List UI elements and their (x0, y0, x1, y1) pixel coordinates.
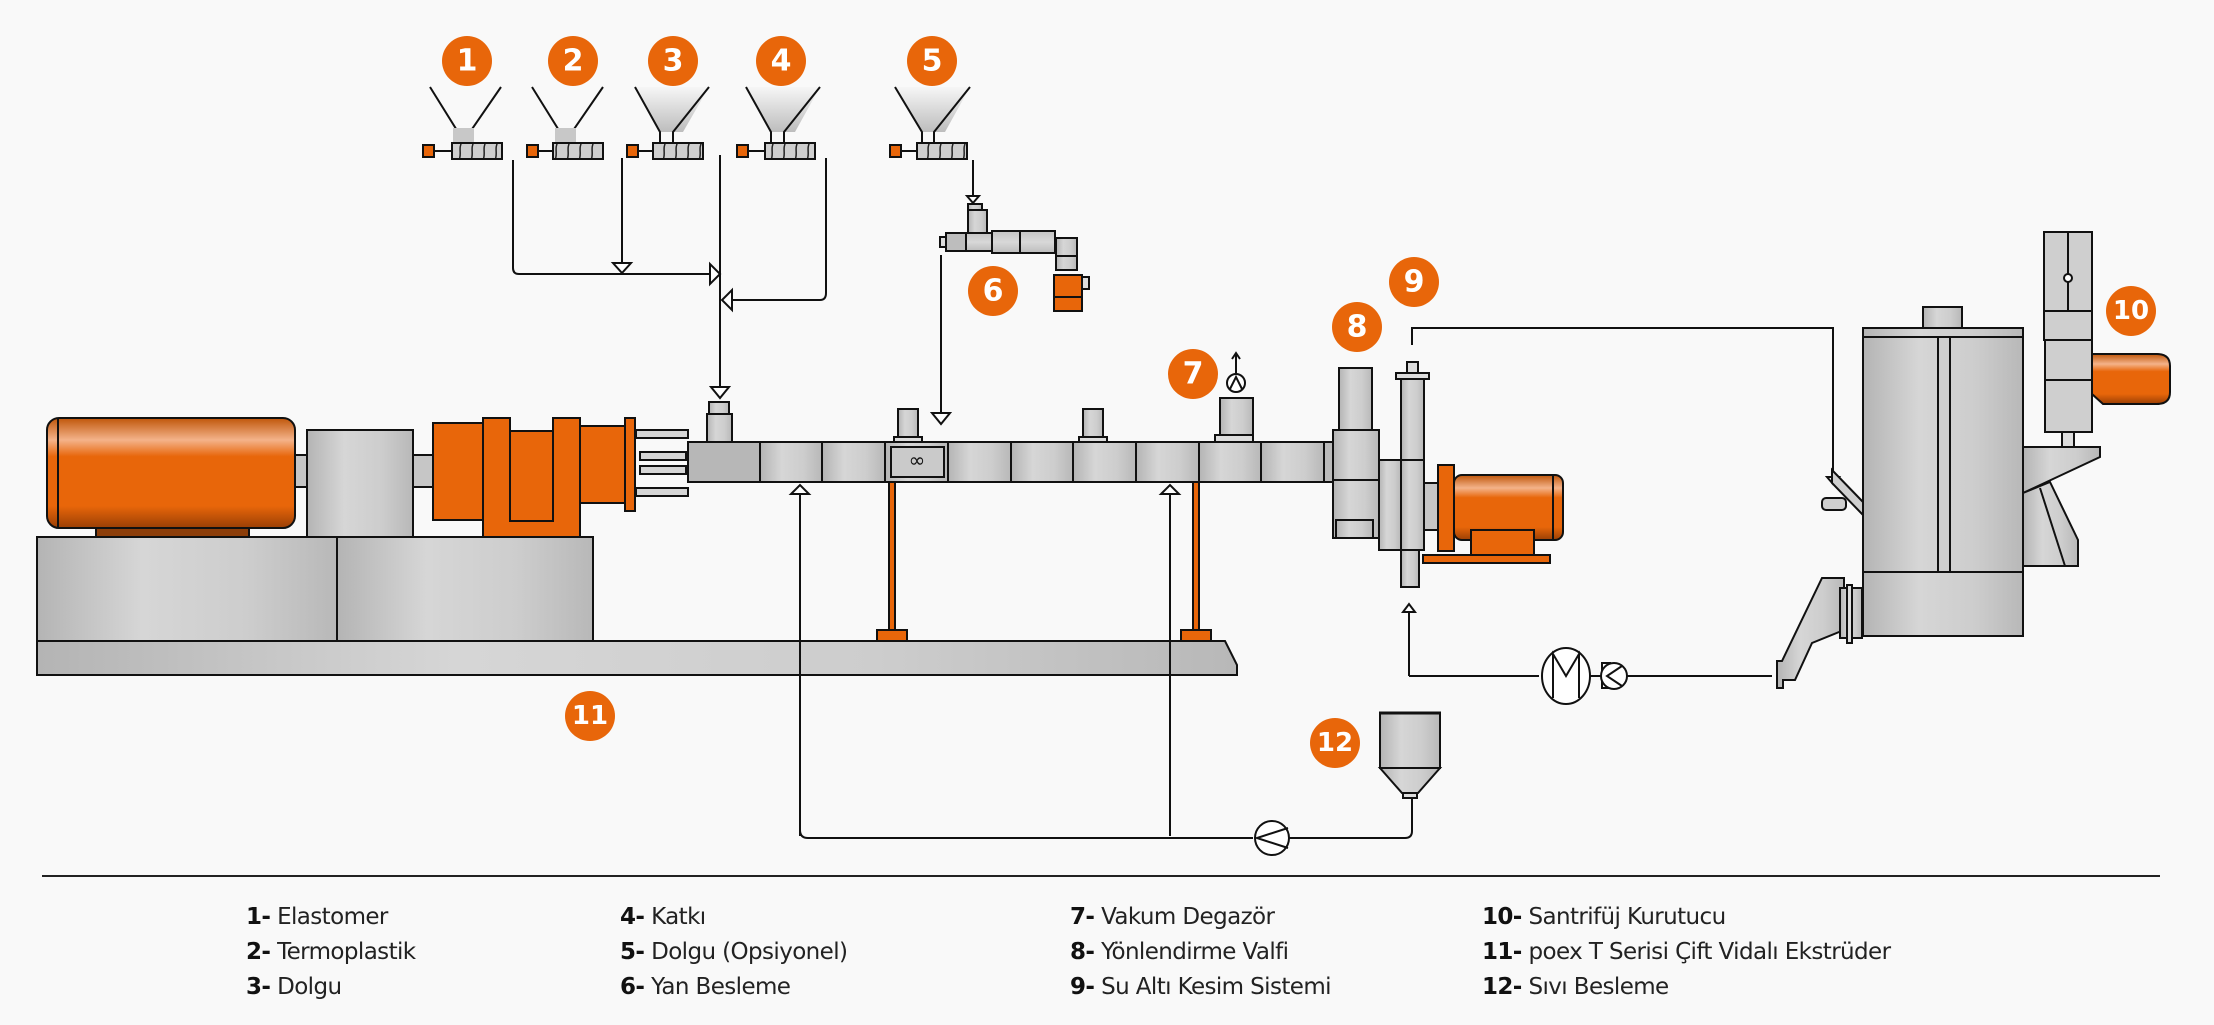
svg-text:12: 12 (1317, 728, 1353, 758)
badge-2: 2 (548, 36, 598, 86)
gravimetric-feeder-5 (889, 86, 971, 160)
legend-item: 6- Yan Besleme (620, 974, 791, 1000)
legend-item: 1- Elastomer (246, 904, 388, 930)
legend-column-4: 10- Santrifüj Kurutucu 11- poex T Serisi… (1482, 900, 1891, 1005)
badge-7: 7 (1168, 349, 1218, 399)
gravimetric-feeder-2 (526, 86, 604, 160)
svg-text:5: 5 (922, 44, 943, 79)
badge-5: 5 (907, 36, 957, 86)
legend-column-1: 1- Elastomer 2- Termoplastik 3- Dolgu (246, 900, 416, 1005)
svg-text:∞: ∞ (909, 448, 926, 472)
legend-column-3: 7- Vakum Degazör 8- Yönlendirme Valfi 9-… (1070, 900, 1332, 1005)
svg-text:11: 11 (572, 701, 608, 731)
badge-4: 4 (756, 36, 806, 86)
badge-12: 12 (1310, 718, 1360, 768)
svg-text:8: 8 (1347, 310, 1368, 345)
gravimetric-feeder-3 (626, 86, 710, 160)
main-motor (46, 417, 434, 538)
gravimetric-feeder-1 (422, 86, 503, 160)
legend-item: 5- Dolgu (Opsiyonel) (620, 939, 848, 965)
badge-1: 1 (442, 36, 492, 86)
side-feeder (929, 203, 1090, 426)
badge-9: 9 (1389, 257, 1439, 307)
legend-column-2: 4- Katkı 5- Dolgu (Opsiyonel) 6- Yan Bes… (620, 900, 848, 1005)
badge-3: 3 (648, 36, 698, 86)
svg-text:4: 4 (771, 44, 792, 79)
svg-text:1: 1 (457, 44, 478, 79)
legend-item: 8- Yönlendirme Valfi (1070, 939, 1289, 965)
legend-item: 4- Katkı (620, 904, 706, 930)
svg-text:2: 2 (563, 44, 584, 79)
badge-8: 8 (1332, 302, 1382, 352)
centrifugal-dryer (1776, 231, 2171, 689)
machine-base (36, 536, 1238, 676)
legend-item: 10- Santrifüj Kurutucu (1482, 904, 1726, 930)
badge-10: 10 (2106, 286, 2156, 336)
legend-item: 7- Vakum Degazör (1070, 904, 1275, 930)
legend-item: 2- Termoplastik (246, 939, 416, 965)
legend: 1- Elastomer 2- Termoplastik 3- Dolgu 4-… (0, 880, 2214, 1020)
legend-item: 3- Dolgu (246, 974, 342, 1000)
barrel-supports (876, 481, 1212, 642)
svg-text:9: 9 (1404, 265, 1425, 300)
feed-lines (512, 155, 982, 400)
liquid-tank (1377, 711, 1443, 799)
callout-badges: 1 2 3 4 5 6 7 8 9 10 11 12 (442, 36, 2156, 768)
process-water-loop (1401, 602, 1772, 705)
legend-item: 9- Su Altı Kesim Sistemi (1070, 974, 1332, 1000)
underwater-pelletizer (1332, 361, 1564, 588)
pellet-transport-line (1411, 327, 1842, 486)
gearbox (432, 417, 689, 538)
badge-11: 11 (565, 691, 615, 741)
svg-text:3: 3 (663, 44, 684, 79)
extruder-barrel: ∞ (687, 397, 1337, 483)
badge-6: 6 (968, 266, 1018, 316)
svg-text:7: 7 (1183, 357, 1204, 392)
feeder-group (422, 86, 971, 160)
gravimetric-feeder-4 (736, 86, 821, 160)
legend-item: 11- poex T Serisi Çift Vidalı Ekstrüder (1482, 939, 1891, 965)
process-diagram: ∞ (36, 36, 2171, 877)
svg-text:10: 10 (2113, 296, 2149, 326)
vacuum-pump-symbol (1226, 351, 1246, 393)
liquid-feed-lines (788, 483, 1413, 856)
legend-item: 12- Sıvı Besleme (1482, 974, 1669, 1000)
svg-text:6: 6 (983, 274, 1004, 309)
